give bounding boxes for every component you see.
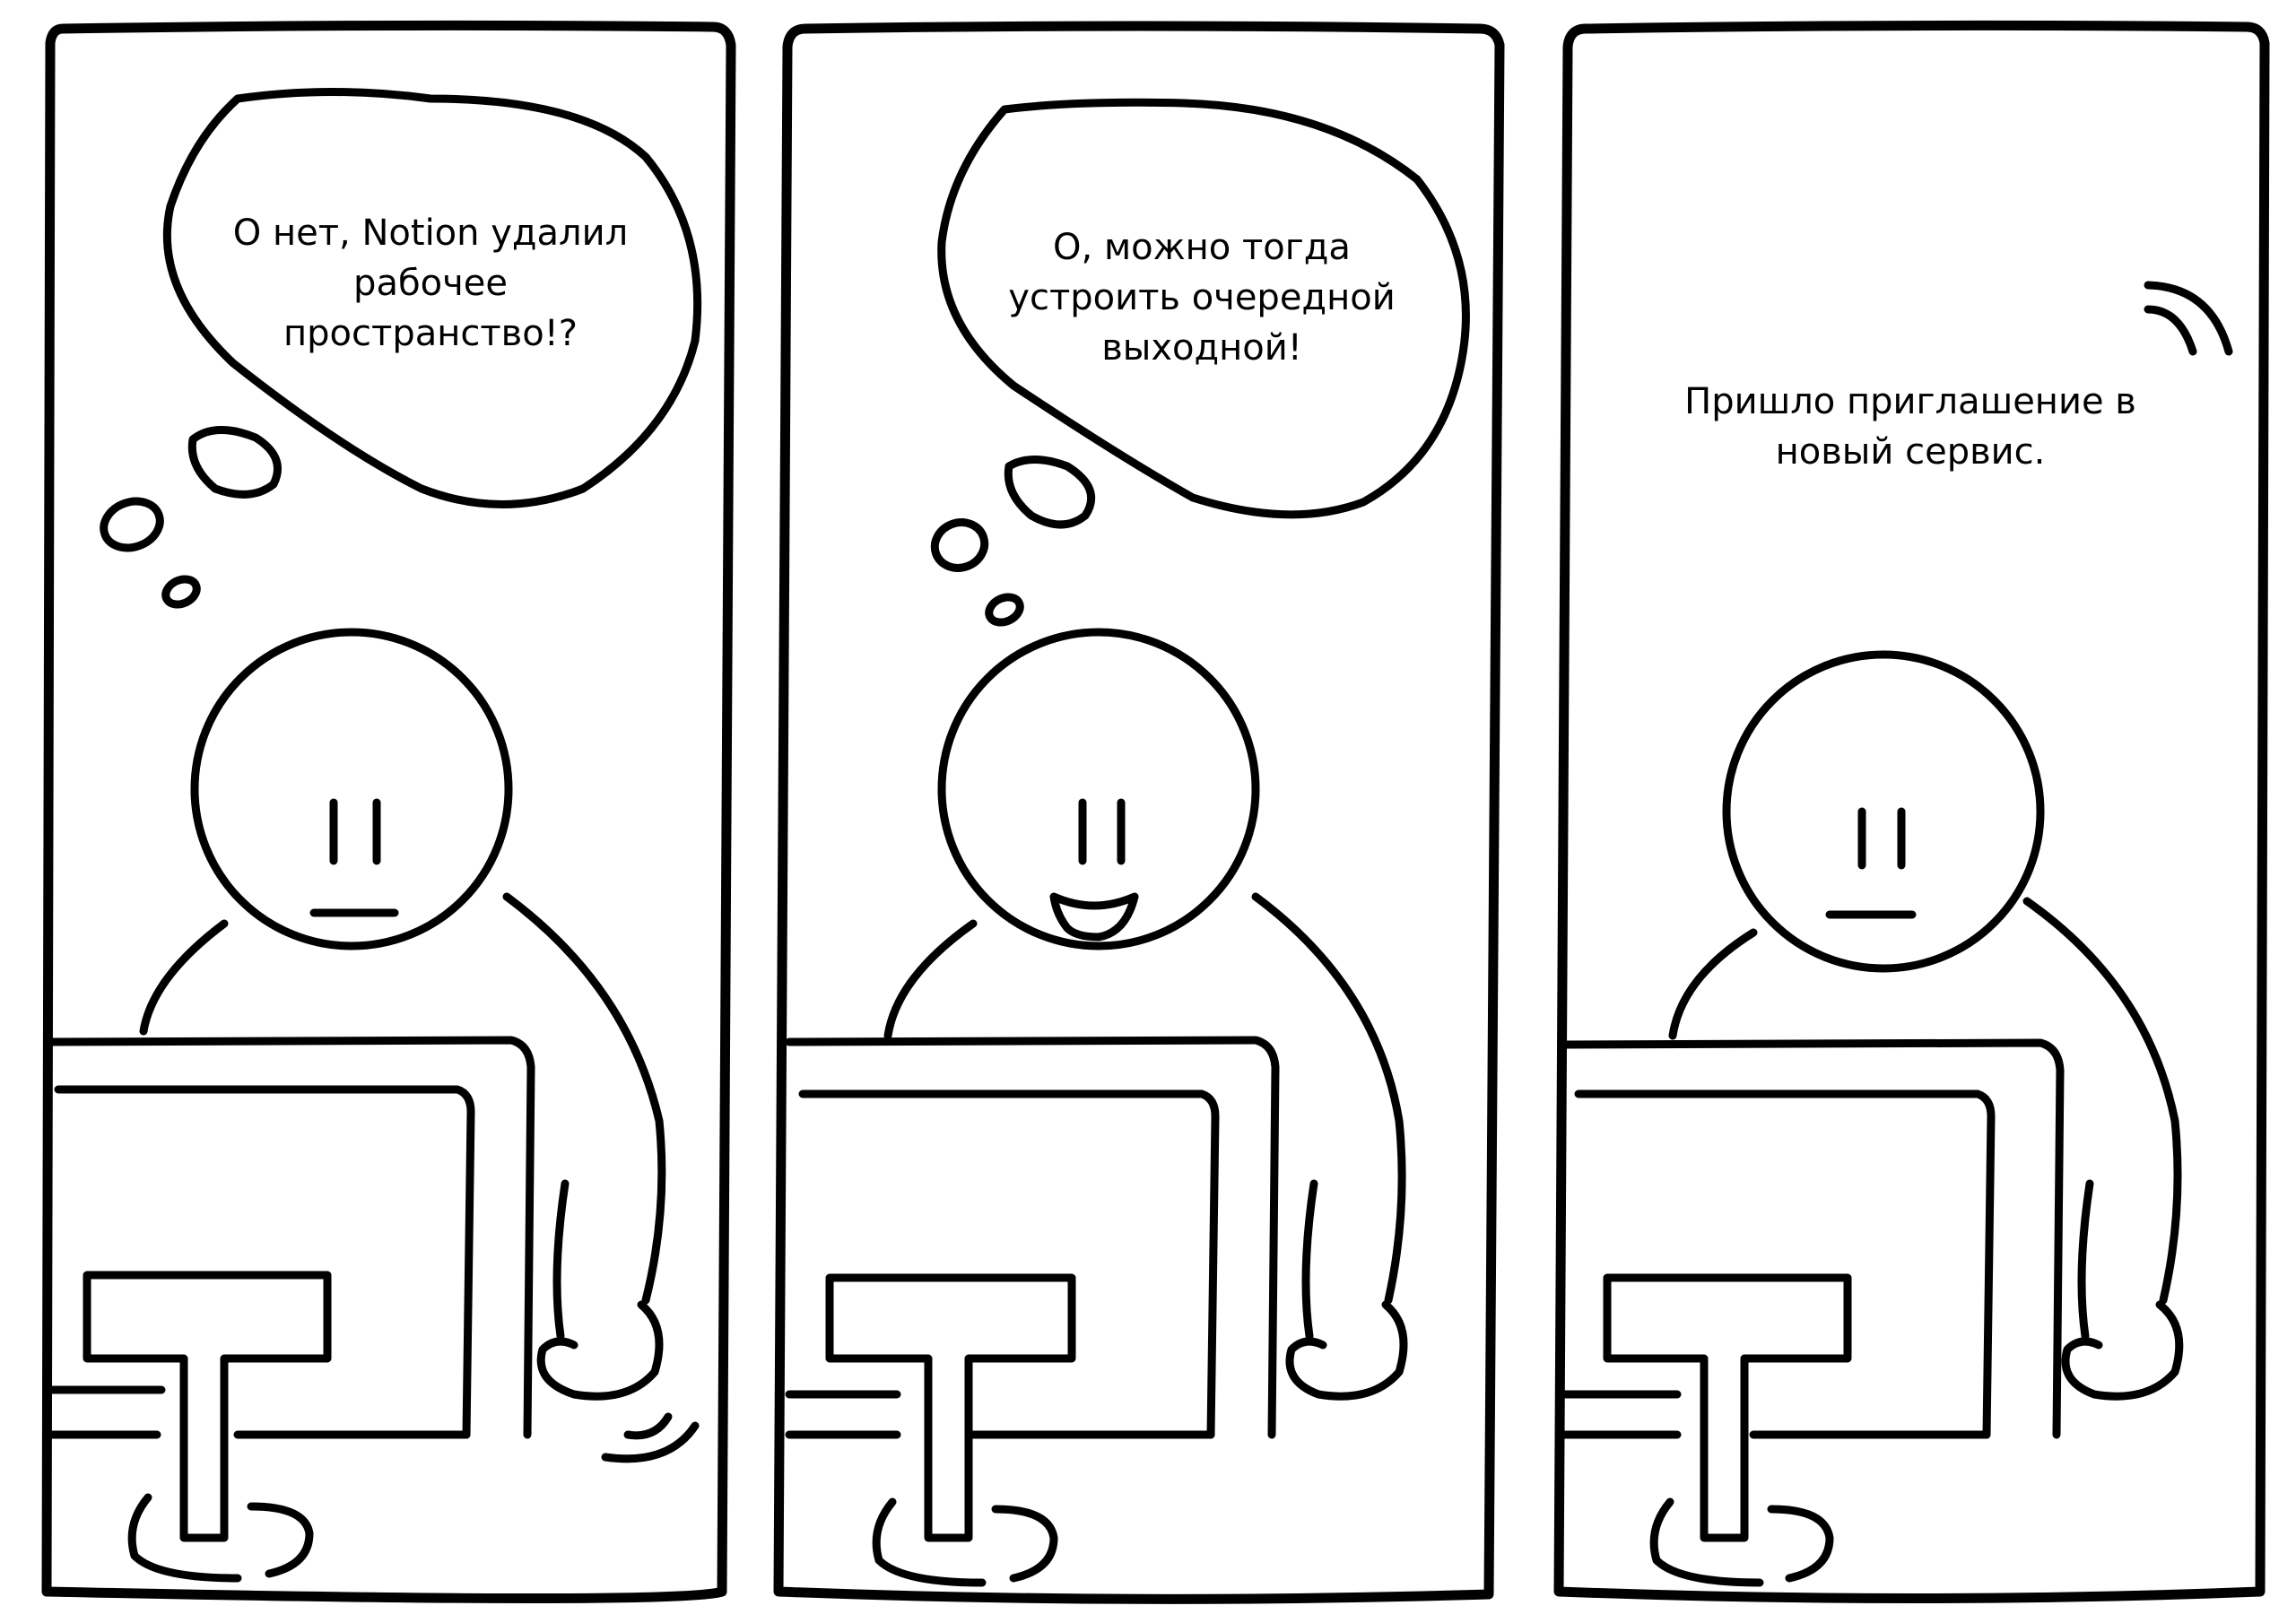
- panel-3-frame: [1553, 20, 2270, 1603]
- panel-3-head: [1722, 650, 2045, 973]
- panel-1-base-left: [127, 1493, 242, 1583]
- panel-2-hand: [1285, 1300, 1408, 1401]
- panel-1-monitor-inner: [54, 1085, 475, 1439]
- notification-signal-icon: [2144, 281, 2233, 356]
- panel-1-frame: [41, 20, 736, 1603]
- panel-1-monitor-outer: [45, 1036, 535, 1439]
- panel-3-base-right: [1767, 1505, 1834, 1583]
- panel-3-monitor-inner: [1574, 1089, 1996, 1439]
- panel-2-shoulder-left: [883, 919, 978, 1040]
- panel-2-mouth-smile: [1049, 892, 1139, 942]
- panel-1-thought-puff-large: [187, 426, 282, 499]
- panel-2-thought-text: О, можно тогда устроить очередной выходн…: [1008, 227, 1396, 369]
- panel-3: [1553, 20, 2270, 1603]
- panel-2-monitor-inner: [798, 1089, 1220, 1439]
- panel-2-thought-bubble: [937, 98, 1470, 519]
- panel-1-thought-puff-medium: [100, 497, 164, 552]
- panel-3-shoulder-left: [1668, 928, 1758, 1040]
- panel-2-thought-puff-medium: [930, 518, 989, 572]
- panel-1-thought-bubble: [162, 88, 702, 508]
- panel-2-arm-right: [1251, 892, 1406, 1305]
- panel-1: [41, 20, 736, 1603]
- panel-3-arm-inner: [2077, 1179, 2094, 1341]
- panel-1-arm-right: [502, 892, 666, 1305]
- panel-1-thought-text: О нет, Notion удалил рабочее пространств…: [232, 213, 629, 354]
- panel-2-frame: [773, 21, 1505, 1604]
- panel-2-head: [937, 628, 1260, 950]
- panel-3-monitor-outer: [1561, 1038, 2065, 1439]
- panel-3-base-left: [1649, 1497, 1764, 1587]
- panel-1-shoulder-left: [139, 919, 229, 1036]
- panel-1-arm-inner: [552, 1179, 570, 1341]
- panel-3-monitor-stand: [1603, 1273, 1852, 1542]
- panel-2: [773, 21, 1505, 1604]
- panel-1-hand: [536, 1300, 664, 1401]
- panel-2-monitor-stand: [825, 1273, 1076, 1542]
- panel-3-caption-text: Пришло приглашение в новый сервис.: [1684, 381, 2136, 473]
- panel-3-arm-right: [2022, 897, 2182, 1305]
- panel-2-thought-puff-small: [985, 593, 1024, 627]
- vibration-icon: [601, 1412, 700, 1463]
- panel-2-monitor-outer: [785, 1036, 1280, 1439]
- panel-1-head: [190, 628, 513, 950]
- panel-1-thought-puff-small: [161, 575, 201, 609]
- panel-1-monitor-stand: [83, 1271, 332, 1542]
- panel-2-thought-puff-large: [1004, 456, 1096, 529]
- panel-2-base-left: [872, 1497, 987, 1587]
- panel-2-arm-inner: [1301, 1179, 1318, 1341]
- panel-2-base-right: [991, 1505, 1058, 1583]
- panel-1-base-right: [247, 1502, 314, 1578]
- panel-3-hand: [2061, 1300, 2184, 1401]
